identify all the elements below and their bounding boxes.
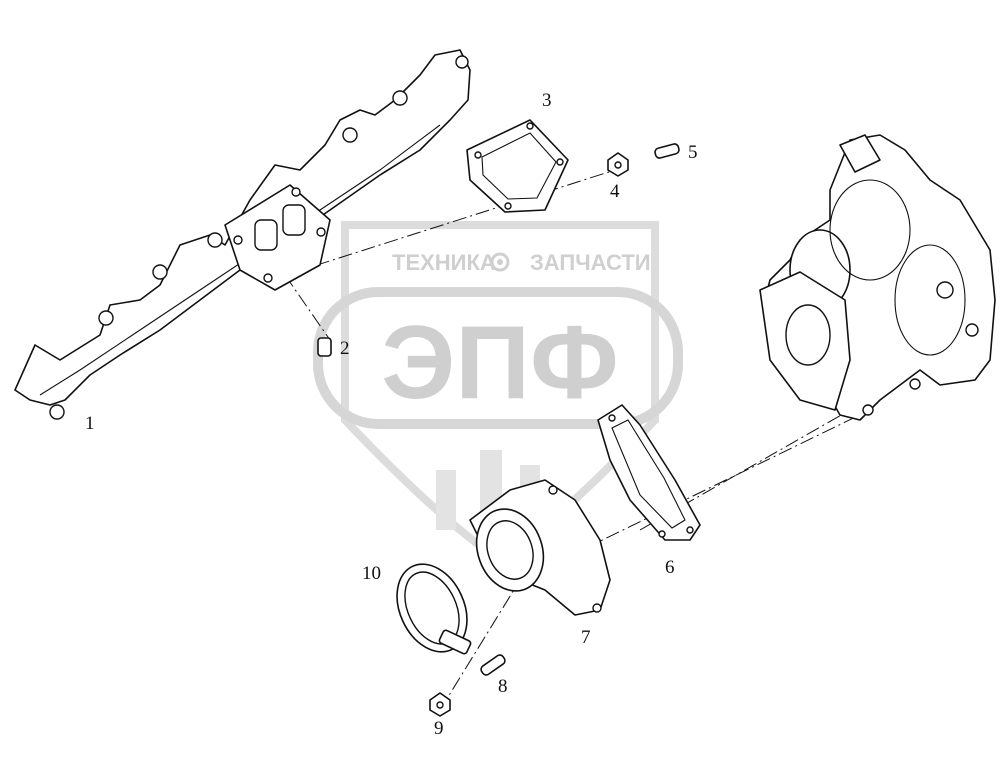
- flange-gasket-part-6: [597, 404, 701, 541]
- callout-7: 7: [581, 627, 591, 648]
- assembly-leader-lines: [269, 169, 991, 711]
- callout-8: 8: [498, 676, 508, 697]
- callout-4: 4: [610, 181, 620, 202]
- stud-part-8: [480, 654, 506, 676]
- clamp-part-10: [396, 563, 472, 655]
- elbow-part-7: [469, 479, 611, 616]
- callout-2: 2: [340, 338, 350, 359]
- turbocharger: [759, 134, 996, 421]
- callout-9: 9: [434, 718, 444, 739]
- watermark-top-right: ЗАПЧАСТИ: [530, 250, 651, 275]
- stud-part-2: [317, 337, 332, 357]
- gear-icon: [490, 252, 510, 272]
- stud-part-5: [654, 143, 680, 159]
- gasket-part-3: [466, 119, 569, 213]
- watermark-top-left: ТЕХНИКА: [392, 250, 496, 275]
- watermark-main: ЭПФ: [381, 305, 619, 421]
- exhaust-manifold: [14, 49, 471, 420]
- callout-5: 5: [688, 142, 698, 163]
- callout-6: 6: [665, 557, 675, 578]
- nut-part-9: [429, 692, 451, 717]
- callout-1: 1: [85, 413, 95, 434]
- callout-10: 10: [362, 563, 381, 584]
- callout-3: 3: [542, 90, 552, 111]
- nut-part-4: [607, 152, 629, 177]
- watermark-frame: [313, 287, 683, 429]
